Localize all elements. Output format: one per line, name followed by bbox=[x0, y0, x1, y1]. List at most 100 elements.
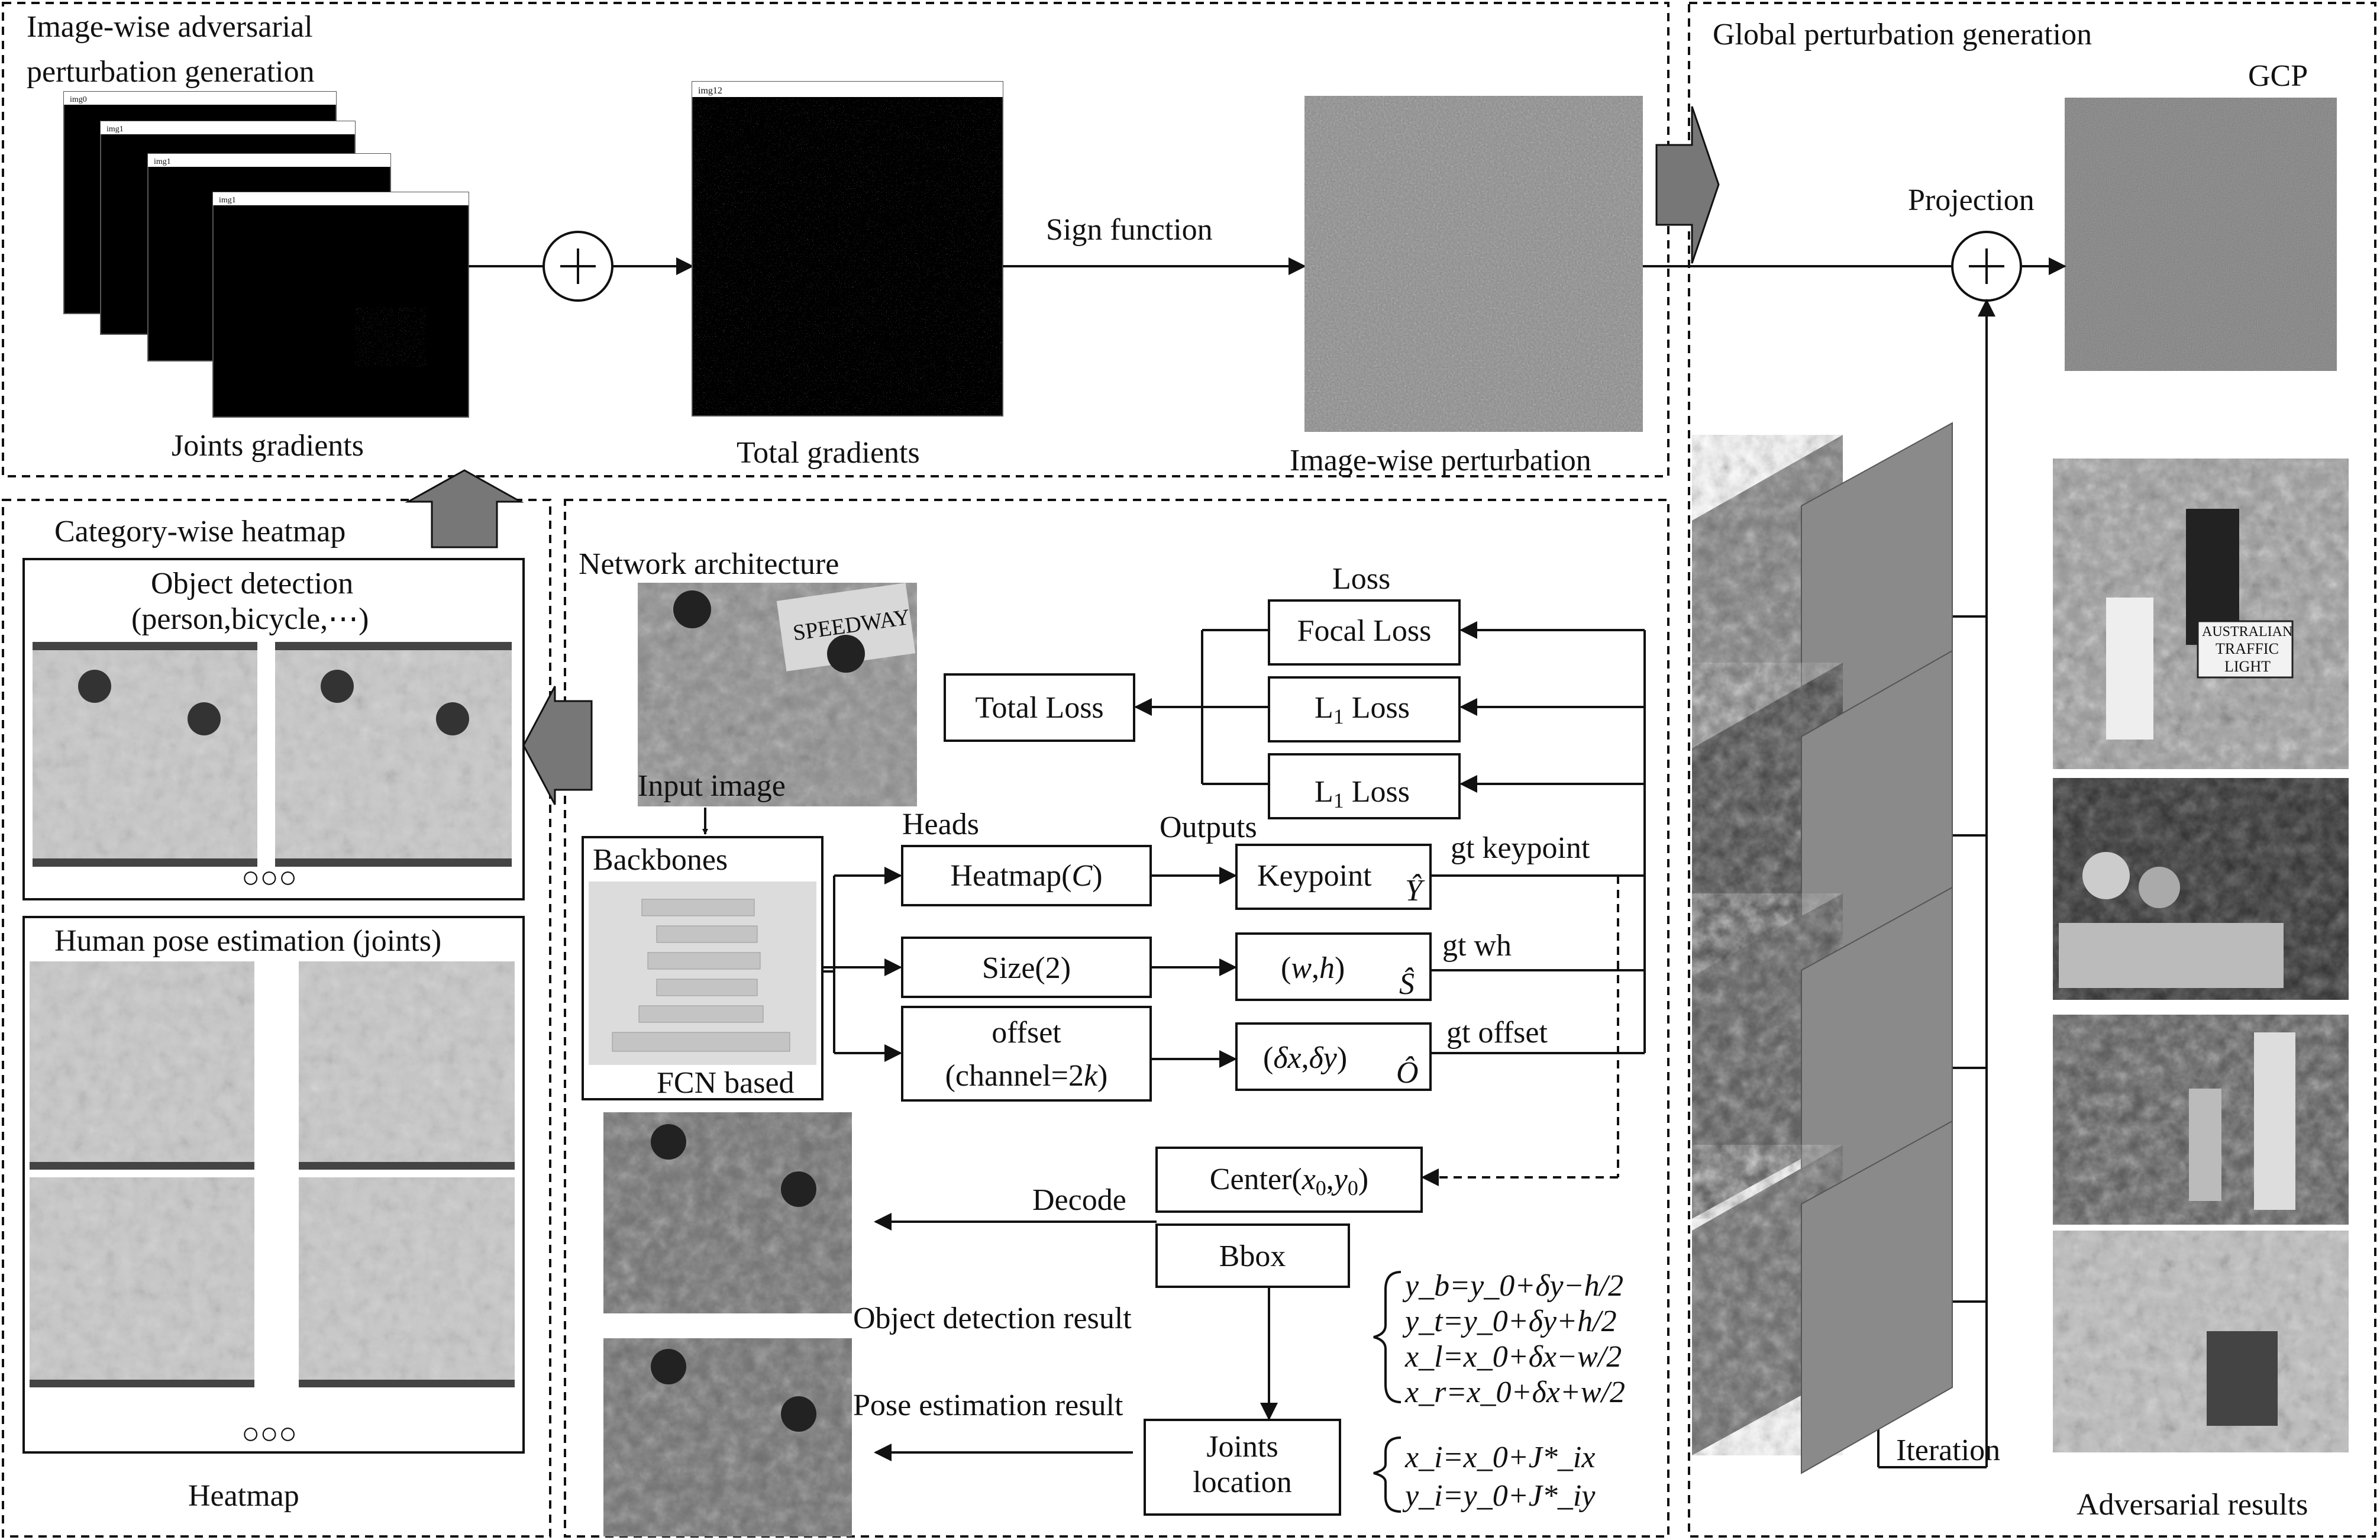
image-wise-title-line2: perturbation generation bbox=[27, 55, 315, 89]
global-panel-title: Global perturbation generation bbox=[1713, 18, 2092, 51]
fcn-based-label: FCN based bbox=[657, 1066, 795, 1100]
window-title: img1 bbox=[154, 157, 171, 166]
bbox-equation: y_t=y_0+δy+h/2 bbox=[1402, 1305, 1617, 1338]
backbone-layers-graphic bbox=[589, 882, 816, 1065]
heads-label: Heads bbox=[902, 808, 979, 841]
adversarial-result-1: AUSTRALIAN TRAFFIC LIGHT bbox=[2053, 459, 2349, 769]
wh-symbol: Ŝ bbox=[1399, 967, 1415, 1001]
bbox-equations: y_b=y_0+δy−h/2 y_t=y_0+δy+h/2 x_l=x_0+δx… bbox=[1373, 1269, 1625, 1409]
iteration-label: Iteration bbox=[1896, 1434, 2000, 1467]
projection-label: Projection bbox=[1908, 183, 2035, 217]
network-panel-border bbox=[564, 499, 1669, 1538]
center-box bbox=[1155, 1147, 1423, 1213]
keypoint-output-label: Keypoint bbox=[1257, 859, 1372, 893]
image-wise-perturbation-label: Image-wise perturbation bbox=[1290, 444, 1591, 477]
heatmap-panel-title: Category-wise heatmap bbox=[54, 515, 345, 548]
pose-heatmap-image bbox=[299, 1177, 515, 1387]
gcp-label: GCP bbox=[2248, 59, 2308, 93]
image-wise-title-line1: Image-wise adversarial bbox=[27, 10, 313, 44]
loss-label: Loss bbox=[1332, 562, 1390, 596]
wh-output-label: (w,h) bbox=[1281, 951, 1345, 985]
offset-output-box bbox=[1235, 1022, 1432, 1091]
gt-keypoint-label: gt keypoint bbox=[1451, 831, 1590, 865]
pose-estimation-result-label: Pose estimation result bbox=[853, 1389, 1123, 1422]
total-loss-box bbox=[944, 673, 1135, 742]
window-title: img12 bbox=[698, 86, 722, 96]
offset-head-label-2: (channel=2k) bbox=[945, 1059, 1108, 1093]
bbox-equation: x_l=x_0+δx−w/2 bbox=[1404, 1340, 1622, 1374]
heatmap-head-label: Heatmap(C) bbox=[950, 859, 1102, 893]
adversarial-result-4 bbox=[2053, 1231, 2349, 1452]
joint-equation: x_i=x_0+J*_ix bbox=[1404, 1441, 1595, 1474]
outputs-label: Outputs bbox=[1160, 811, 1257, 844]
object-detection-result-image bbox=[603, 1112, 852, 1313]
pose-estimation-result-image bbox=[603, 1338, 852, 1536]
adversarial-result-2 bbox=[2053, 778, 2349, 1000]
window-title: img1 bbox=[219, 196, 236, 205]
up-arrow-to-gradients bbox=[405, 469, 524, 548]
object-detection-title: Object detection bbox=[151, 567, 353, 600]
bbox-equation: x_r=x_0+δx+w/2 bbox=[1404, 1376, 1625, 1409]
offset-head-label-1: offset bbox=[992, 1016, 1061, 1050]
bbox-box bbox=[1155, 1223, 1350, 1288]
sign-function-label: Sign function bbox=[1046, 213, 1213, 247]
l1-loss-box-b bbox=[1268, 753, 1461, 819]
joints-gradient-stack: img0 img1 img1 img1 bbox=[63, 91, 469, 418]
offset-head-box bbox=[901, 1006, 1152, 1102]
sign-text: AUSTRALIAN bbox=[2202, 624, 2292, 640]
decode-label: Decode bbox=[1032, 1183, 1126, 1217]
heatmap-image bbox=[275, 642, 512, 867]
ellipsis: ○○○ bbox=[241, 1417, 297, 1451]
object-detection-subtitle: (person,bicycle,⋯) bbox=[131, 602, 369, 636]
adversarial-result-3 bbox=[2053, 1015, 2349, 1225]
joints-location-box bbox=[1144, 1419, 1341, 1516]
keypoint-symbol: Ŷ bbox=[1405, 873, 1425, 908]
pose-heatmap-image bbox=[30, 961, 254, 1170]
gradient-window: img1 bbox=[212, 192, 469, 418]
panel-transfer-arrow bbox=[1655, 106, 1720, 264]
focal-loss-label: Focal Loss bbox=[1297, 614, 1432, 648]
object-detection-result-label: Object detection result bbox=[853, 1302, 1132, 1335]
l1-loss-label-b: L1 Loss bbox=[1315, 775, 1410, 812]
offset-symbol: Ô bbox=[1396, 1055, 1419, 1090]
backbones-label: Backbones bbox=[593, 843, 728, 877]
heatmap-panel-border bbox=[2, 499, 551, 1538]
input-image: SPEEDWAY bbox=[638, 583, 917, 806]
gt-wh-label: gt wh bbox=[1442, 929, 1512, 963]
size-head-label: Size(2) bbox=[982, 951, 1071, 985]
joint-equation: y_i=y_0+J*_iy bbox=[1402, 1479, 1596, 1513]
heatmap-image bbox=[33, 642, 257, 867]
perturbation-pair bbox=[1692, 886, 1953, 1244]
sign-text: LIGHT bbox=[2224, 658, 2271, 675]
to-heatmap-arrow bbox=[522, 686, 593, 805]
bbox-label: Bbox bbox=[1219, 1239, 1286, 1273]
l1-loss-box-a bbox=[1268, 676, 1461, 742]
total-loss-label: Total Loss bbox=[975, 691, 1103, 725]
perturbation-pair bbox=[1692, 1120, 1953, 1474]
joints-location-label-1: Joints bbox=[1206, 1430, 1278, 1464]
sign-text: TRAFFIC bbox=[2216, 640, 2279, 657]
wh-output-box bbox=[1235, 932, 1432, 1001]
pose-heatmap-image bbox=[30, 1177, 254, 1387]
human-pose-title: Human pose estimation (joints) bbox=[54, 924, 441, 958]
bbox-equation: y_b=y_0+δy−h/2 bbox=[1402, 1269, 1623, 1303]
global-panel-border bbox=[1688, 2, 2376, 1538]
keypoint-output-box bbox=[1235, 844, 1432, 910]
pose-heatmap-image bbox=[299, 961, 515, 1170]
l1-loss-label-a: L1 Loss bbox=[1315, 691, 1410, 728]
center-label: Center(x0,y0) bbox=[1210, 1163, 1368, 1200]
heatmap-label: Heatmap bbox=[188, 1479, 299, 1513]
window-title: img1 bbox=[106, 125, 124, 134]
image-wise-panel-border bbox=[2, 2, 1669, 477]
window-title: img0 bbox=[70, 95, 87, 104]
joint-equations: x_i=x_0+J*_ix y_i=y_0+J*_iy bbox=[1373, 1436, 1596, 1513]
input-image-label: Input image bbox=[638, 769, 786, 803]
focal-loss-box bbox=[1268, 599, 1461, 666]
joints-gradients-label: Joints gradients bbox=[172, 429, 364, 463]
adversarial-results-label: Adversarial results bbox=[2077, 1488, 2308, 1522]
network-architecture-title: Network architecture bbox=[579, 547, 839, 581]
gt-offset-label: gt offset bbox=[1446, 1016, 1548, 1050]
ellipsis: ○○○ bbox=[241, 861, 297, 895]
